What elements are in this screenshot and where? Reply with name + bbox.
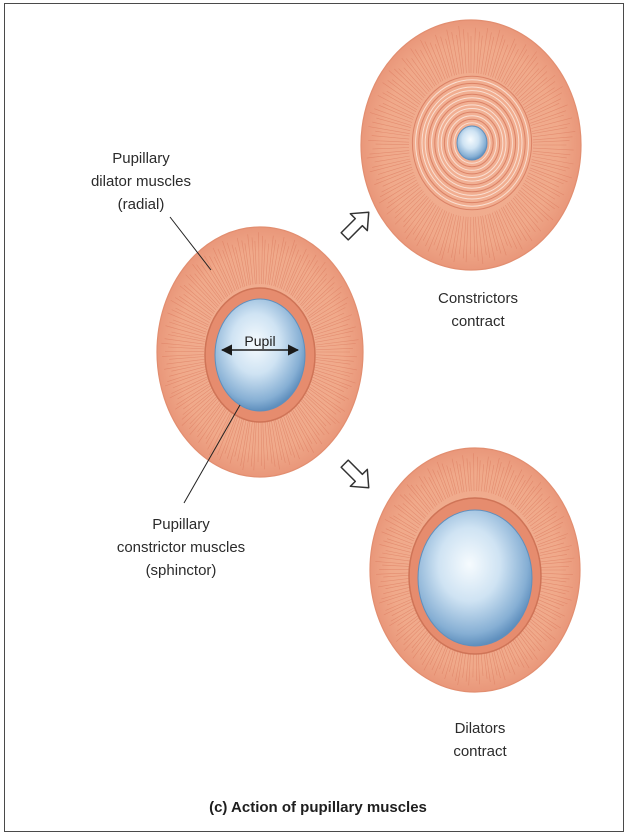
dilator-muscles-label: Pupillary dilator muscles (radial) bbox=[91, 150, 191, 213]
constricted-eye bbox=[361, 20, 581, 270]
dilator-label-line2: dilator muscles bbox=[91, 173, 191, 190]
constricted-pupil bbox=[457, 126, 487, 160]
dilator-label-line1: Pupillary bbox=[112, 150, 170, 167]
dilators-contract-label: Dilators contract bbox=[453, 720, 507, 760]
dilator-label-line3: (radial) bbox=[118, 196, 165, 213]
constrictors-label-line1: Constrictors bbox=[438, 290, 518, 307]
constrictor-label-line3: (sphinctor) bbox=[146, 562, 217, 579]
constrictor-label-line2: constrictor muscles bbox=[117, 539, 245, 556]
normal-pupil bbox=[215, 299, 305, 411]
constrictors-contract-label: Constrictors contract bbox=[438, 290, 518, 330]
hollow-arrow-down-right-icon bbox=[336, 455, 377, 496]
constrictors-label-line2: contract bbox=[451, 313, 505, 330]
normal-eye: Pupil bbox=[157, 227, 363, 477]
hollow-arrow-up-right-icon bbox=[336, 204, 377, 245]
dilated-eye bbox=[370, 448, 580, 692]
dilated-pupil bbox=[418, 510, 532, 646]
constrictor-muscles-label: Pupillary constrictor muscles (sphinctor… bbox=[117, 516, 245, 579]
constrictor-label-line1: Pupillary bbox=[152, 516, 210, 533]
dilators-label-line2: contract bbox=[453, 743, 507, 760]
figure-caption: (c) Action of pupillary muscles bbox=[209, 799, 427, 816]
pupil-label: Pupil bbox=[244, 333, 275, 349]
dilators-label-line1: Dilators bbox=[455, 720, 506, 737]
